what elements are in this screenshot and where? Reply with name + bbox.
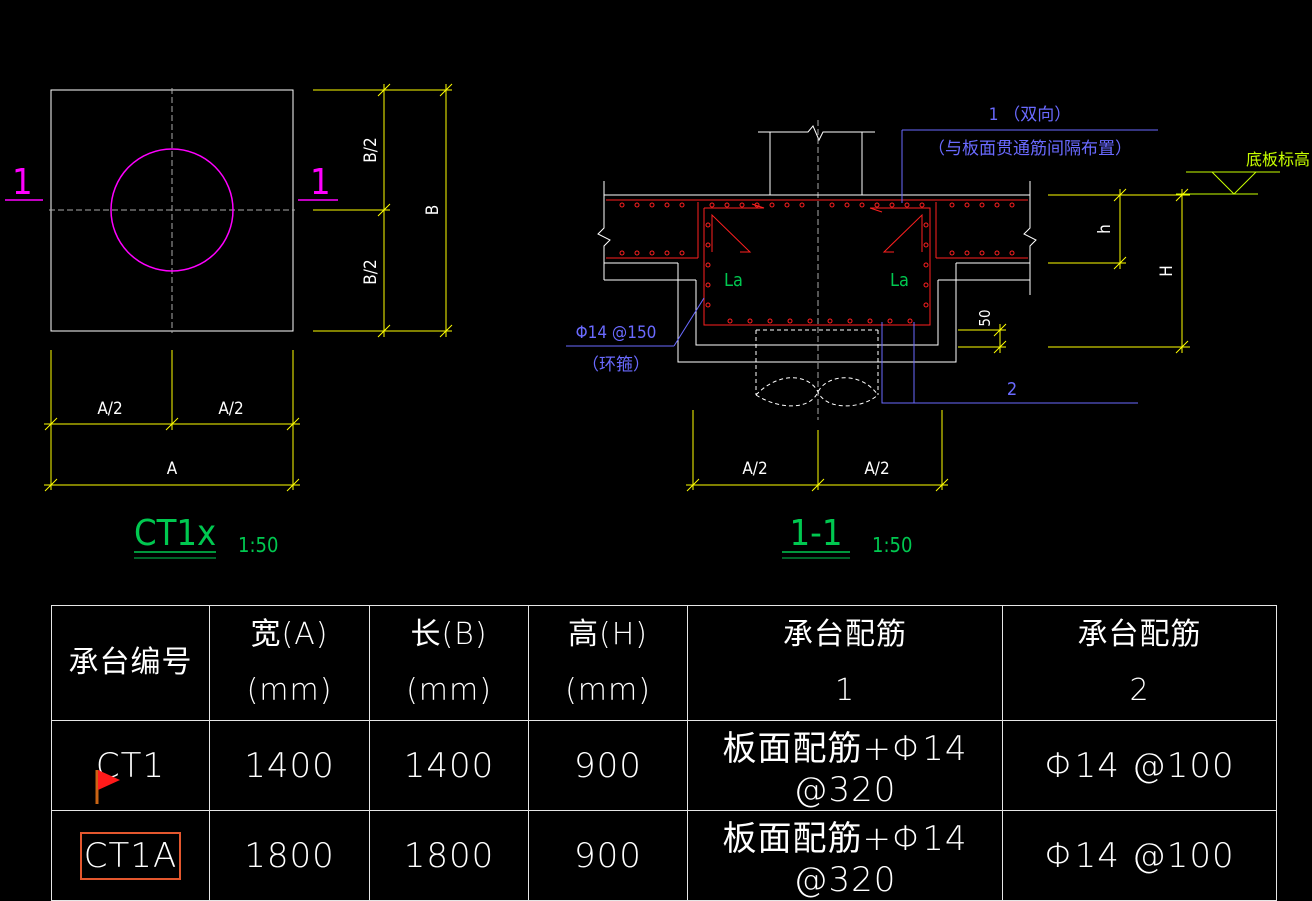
callout-2: 2 xyxy=(1007,379,1017,400)
elevation-label: 底板标高 xyxy=(1246,150,1310,169)
plan-title: CT1x xyxy=(134,513,216,554)
cell-width[interactable]: 1400 xyxy=(209,720,370,811)
header-rebar-1: 承台配筋 1 xyxy=(687,605,1003,721)
plan-view xyxy=(5,83,453,559)
cell-rebar-1[interactable]: 板面配筋+Φ14 @320 xyxy=(687,810,1003,901)
section-texts: 1 （双向） （与板面贯通筋间隔布置） 底板标高 La La h H 50 Φ1… xyxy=(576,105,1310,557)
dim-h: h xyxy=(1095,224,1115,234)
header-width-unit: (mm) xyxy=(246,673,333,708)
section-mark-left: 1 xyxy=(12,162,33,203)
callout-1-line2: （与板面贯通筋间隔布置） xyxy=(928,139,1132,159)
header-cap-id-label: 承台编号 xyxy=(68,645,193,680)
cell-cap-id[interactable]: CT1 xyxy=(51,720,210,811)
dim-50: 50 xyxy=(976,309,994,326)
header-height-unit: (mm) xyxy=(565,673,651,708)
callout-1-line1: 1 （双向） xyxy=(989,105,1072,125)
dim-a-half-left: A/2 xyxy=(97,399,122,419)
header-width: 宽(A) (mm) xyxy=(209,605,370,721)
header-length-label: 长(B) xyxy=(410,617,488,652)
section-title: 1-1 xyxy=(790,513,843,554)
cell-rebar-2[interactable]: Φ14 @100 xyxy=(1002,720,1277,811)
header-rebar-2-label: 承台配筋 xyxy=(1077,617,1202,652)
selected-text-cap-id[interactable]: CT1A xyxy=(79,831,182,880)
header-height-label: 高(H) xyxy=(568,617,648,652)
dim-a-half-left-section: A/2 xyxy=(742,459,767,479)
header-width-label: 宽(A) xyxy=(250,617,329,652)
stirrup-spec: Φ14 @150 xyxy=(576,323,657,343)
table-row[interactable]: CT1A 1800 1800 900 板面配筋+Φ14 @320 Φ14 @10… xyxy=(51,810,1277,901)
cell-length[interactable]: 1400 xyxy=(369,720,529,811)
cell-rebar-1[interactable]: 板面配筋+Φ14 @320 xyxy=(687,720,1003,811)
pile-cap-schedule-table: 承台编号 宽(A) (mm) 长(B) (mm) 高(H) (mm) 承台配筋 1 承台… xyxy=(51,605,1277,901)
cell-cap-id[interactable]: CT1A xyxy=(51,810,210,901)
plan-scale: 1:50 xyxy=(238,533,278,557)
cell-height[interactable]: 900 xyxy=(528,720,688,811)
dim-a: A xyxy=(167,459,178,479)
header-rebar-1-num: 1 xyxy=(834,673,856,708)
table-row[interactable]: CT1 1400 1400 900 板面配筋+Φ14 @320 Φ14 @100 xyxy=(51,720,1277,811)
dim-H: H xyxy=(1157,265,1177,277)
section-scale: 1:50 xyxy=(872,533,912,557)
cell-length[interactable]: 1800 xyxy=(369,810,529,901)
table-header-row: 承台编号 宽(A) (mm) 长(B) (mm) 高(H) (mm) 承台配筋 1 承台… xyxy=(51,605,1277,721)
pile-circle xyxy=(110,148,234,272)
header-length-unit: (mm) xyxy=(406,673,492,708)
cell-height[interactable]: 900 xyxy=(528,810,688,901)
header-length: 长(B) (mm) xyxy=(369,605,529,721)
dim-b-half-bottom: B/2 xyxy=(361,259,381,284)
dim-b: B xyxy=(423,205,443,216)
section-view xyxy=(566,120,1280,559)
la-right: La xyxy=(890,270,909,291)
cell-width[interactable]: 1800 xyxy=(209,810,370,901)
header-rebar-1-label: 承台配筋 xyxy=(783,617,907,652)
header-cap-id: 承台编号 xyxy=(51,605,210,721)
la-left: La xyxy=(724,270,743,291)
header-height: 高(H) (mm) xyxy=(528,605,688,721)
cad-drawing: 1 1 B/2 B/2 B A/2 A/2 A CT1x 1:50 xyxy=(5,83,1310,559)
flag-marker-icon[interactable] xyxy=(94,768,124,804)
header-rebar-2: 承台配筋 2 xyxy=(1002,605,1277,721)
cell-rebar-2[interactable]: Φ14 @100 xyxy=(1002,810,1277,901)
dim-b-half-top: B/2 xyxy=(361,137,381,162)
stirrup-note: （环箍） xyxy=(582,355,650,375)
dim-a-half-right-section: A/2 xyxy=(864,459,889,479)
dim-a-half-right: A/2 xyxy=(218,399,243,419)
section-mark-right: 1 xyxy=(310,162,331,203)
plan-texts: 1 1 B/2 B/2 B A/2 A/2 A CT1x 1:50 xyxy=(12,137,443,557)
header-rebar-2-num: 2 xyxy=(1129,673,1150,708)
